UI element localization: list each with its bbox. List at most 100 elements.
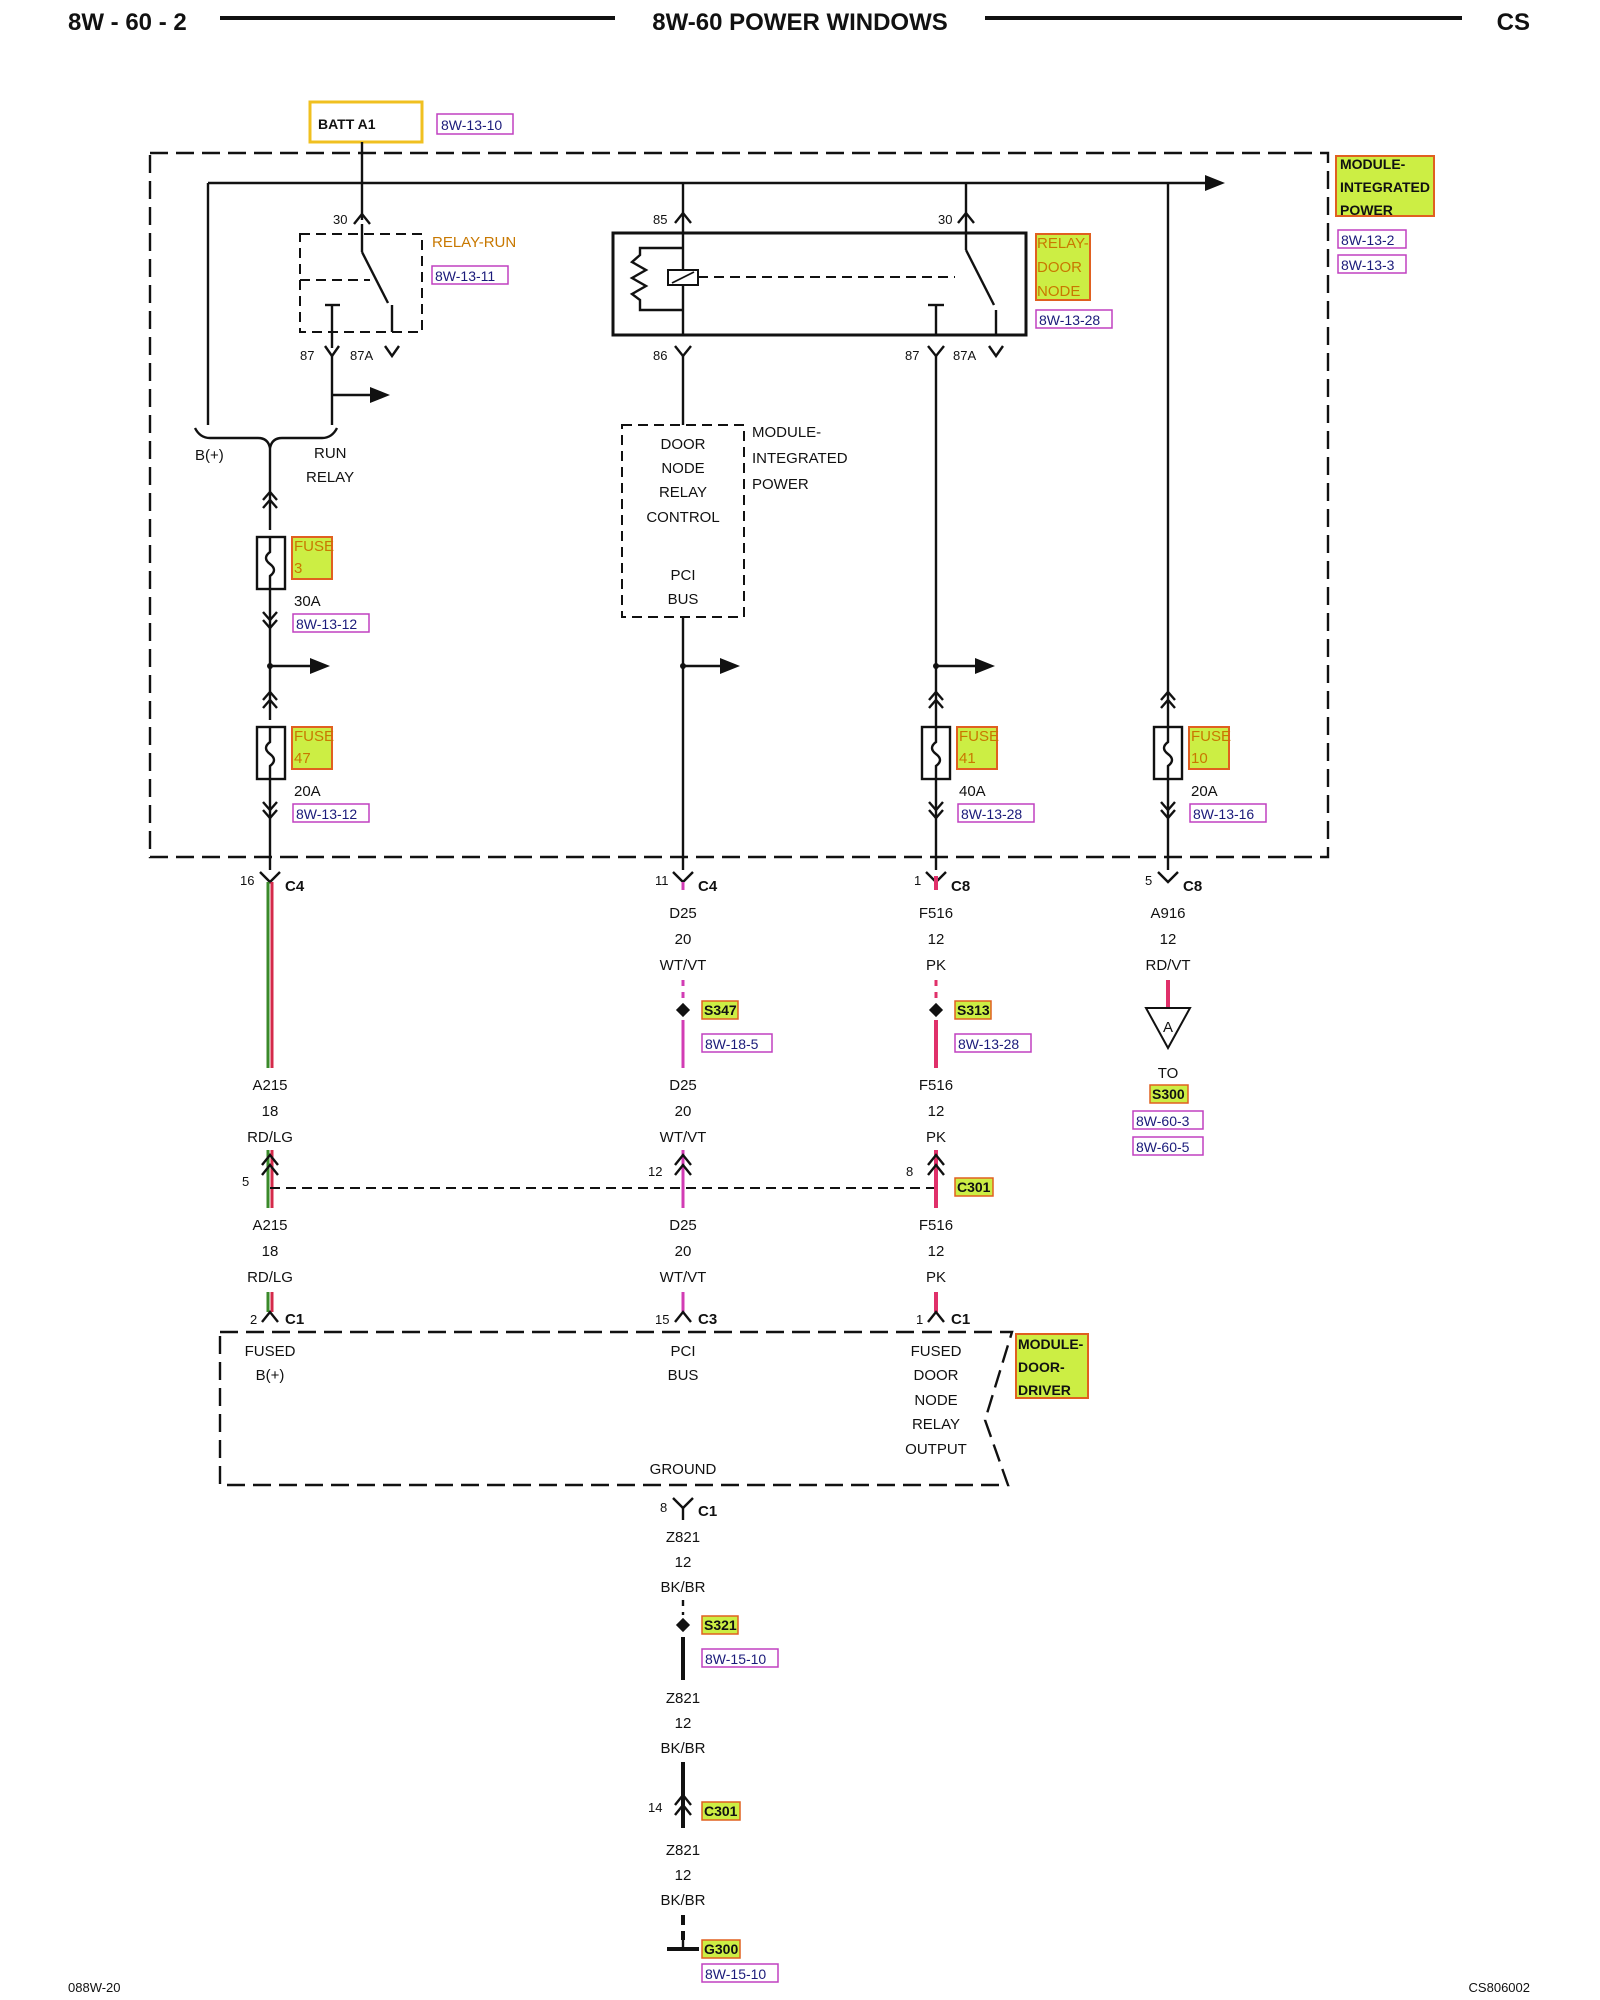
d25-bot-pin: 15 [655, 1312, 669, 1327]
g300-ref[interactable]: 8W-15-10 [705, 1966, 766, 1982]
fuse10-in-mark-2 [1160, 698, 1176, 709]
s347-ref[interactable]: 8W-18-5 [705, 1036, 759, 1052]
bus-arrow [1205, 175, 1225, 191]
f516-c301-mark-2 [927, 1163, 945, 1176]
fuse47-ref[interactable]: 8W-13-12 [296, 806, 357, 822]
z821-upper-3: BK/BR [660, 1579, 705, 1596]
batt-box [308, 100, 424, 144]
relay-door-86-mark [674, 345, 692, 358]
fuse41-rating: 40A [959, 783, 986, 800]
module-ipm-ref-2[interactable]: 8W-13-3 [1341, 257, 1395, 273]
a215-low-3: RD/LG [247, 1269, 293, 1286]
fuse41-label-2: 41 [959, 750, 976, 767]
fuse10-ref-box [1189, 803, 1267, 823]
fuse47-out-mark-2 [262, 809, 278, 820]
d25-mid-1: D25 [669, 1077, 697, 1094]
relay-door-30-mark [957, 211, 975, 224]
header-left: 8W - 60 - 2 [68, 9, 187, 36]
fuse47-label-2: 47 [294, 750, 311, 767]
module-door-label-box [1015, 1333, 1089, 1399]
relay-door-pin86: 86 [653, 348, 667, 363]
s347-label-box [701, 1000, 739, 1020]
fuse3-out-mark-1 [262, 611, 278, 622]
door-node-side-2: INTEGRATED [752, 450, 848, 467]
relay-run-ref[interactable]: 8W-13-11 [435, 268, 495, 284]
f516-mid-1: F516 [919, 1077, 953, 1094]
fuse41-ref-box [957, 803, 1035, 823]
a916-upper-2: 12 [1160, 931, 1177, 948]
module-door-center-1: PCI [670, 1343, 695, 1360]
fuse10-out-mark-1 [1160, 801, 1176, 812]
c1-top-conn: C4 [285, 878, 305, 895]
s300-label-box [1149, 1084, 1189, 1104]
s321-label-box [701, 1615, 739, 1635]
s300-ref-2[interactable]: 8W-60-5 [1136, 1139, 1190, 1155]
fuse41-out-mark-2 [928, 809, 944, 820]
module-ipm-label-2: INTEGRATED [1340, 179, 1430, 195]
a215-c301-pin: 5 [242, 1174, 249, 1189]
fuse10-label-box [1188, 726, 1230, 770]
door-node-ctrl-3: RELAY [659, 484, 707, 501]
g300-label-box [701, 1939, 741, 1959]
relay-run-pin30: 30 [333, 212, 347, 227]
f516-c1-mark [927, 1310, 945, 1323]
s347-label: S347 [704, 1002, 737, 1018]
fuse41-out-mark-1 [928, 801, 944, 812]
module-door-boundary [218, 1330, 1014, 1487]
f516-low-2: 12 [928, 1243, 945, 1260]
fuse41-label-1: FUSE [959, 728, 999, 745]
relay-door-85-mark [674, 211, 692, 224]
s300-ref-1[interactable]: 8W-60-3 [1136, 1113, 1190, 1129]
fuse41-branch-arrow [975, 658, 995, 674]
module-door-label-2: DOOR- [1018, 1359, 1065, 1375]
relay-door-ref-box [1035, 309, 1113, 329]
fuse3-ref[interactable]: 8W-13-12 [296, 616, 357, 632]
relay-door-switch [964, 249, 996, 306]
footer-left: 088W-20 [68, 1980, 121, 1995]
relay-door-87a-mark [988, 345, 1004, 359]
c301-ground-label-box [701, 1801, 741, 1821]
batt-ref[interactable]: 8W-13-10 [441, 117, 502, 133]
c3-top-pin: 1 [914, 873, 921, 888]
s321-ref[interactable]: 8W-15-10 [705, 1651, 766, 1667]
relay-door-pin30: 30 [938, 212, 952, 227]
fuse41-in-mark-2 [928, 698, 944, 709]
relay-door-ref[interactable]: 8W-13-28 [1039, 312, 1100, 328]
header-right: CS [1497, 9, 1530, 36]
relay-run-pin30-mark [353, 212, 371, 225]
z821-upper-2: 12 [675, 1554, 692, 1571]
f516-low-1: F516 [919, 1217, 953, 1234]
run-relay-label-2: RELAY [306, 469, 354, 486]
z821-top-pin: 8 [660, 1500, 667, 1515]
fuse47-out-mark-1 [262, 801, 278, 812]
module-door-right-5: OUTPUT [905, 1441, 967, 1458]
z821-c301-pin: 14 [648, 1800, 662, 1815]
c4-pin16-mark [259, 871, 281, 884]
fuse10-label-2: 10 [1191, 750, 1208, 767]
s300-ref-box-1 [1132, 1110, 1204, 1130]
d25-bot-conn: C3 [698, 1311, 717, 1328]
relay-door-87-mark [927, 345, 945, 358]
module-ipm-ref-1[interactable]: 8W-13-2 [1341, 232, 1395, 248]
module-door-label-3: DRIVER [1018, 1382, 1071, 1398]
s321-label: S321 [704, 1617, 737, 1633]
z821-c1-mark [672, 1497, 694, 1510]
a916-to: TO [1158, 1065, 1179, 1082]
f516-upper-2: 12 [928, 931, 945, 948]
z821-mid-1: Z821 [666, 1690, 700, 1707]
door-node-side-1: MODULE- [752, 424, 821, 441]
s313-ref[interactable]: 8W-13-28 [958, 1036, 1019, 1052]
c301-label: C301 [957, 1179, 991, 1195]
c4-top-pin: 5 [1145, 873, 1152, 888]
fuse41-ref[interactable]: 8W-13-28 [961, 806, 1022, 822]
a215-c1-mark [261, 1310, 279, 1323]
f516-bot-conn: C1 [951, 1311, 970, 1328]
s313-label-box [954, 1000, 992, 1020]
relay-door-pin87a: 87A [953, 348, 976, 363]
z821-upper-1: Z821 [666, 1529, 700, 1546]
fuse10-ref[interactable]: 8W-13-16 [1193, 806, 1254, 822]
relay-door-resistor [629, 246, 683, 312]
s313-splice [928, 1002, 944, 1018]
d25-upper-3: WT/VT [660, 957, 707, 974]
